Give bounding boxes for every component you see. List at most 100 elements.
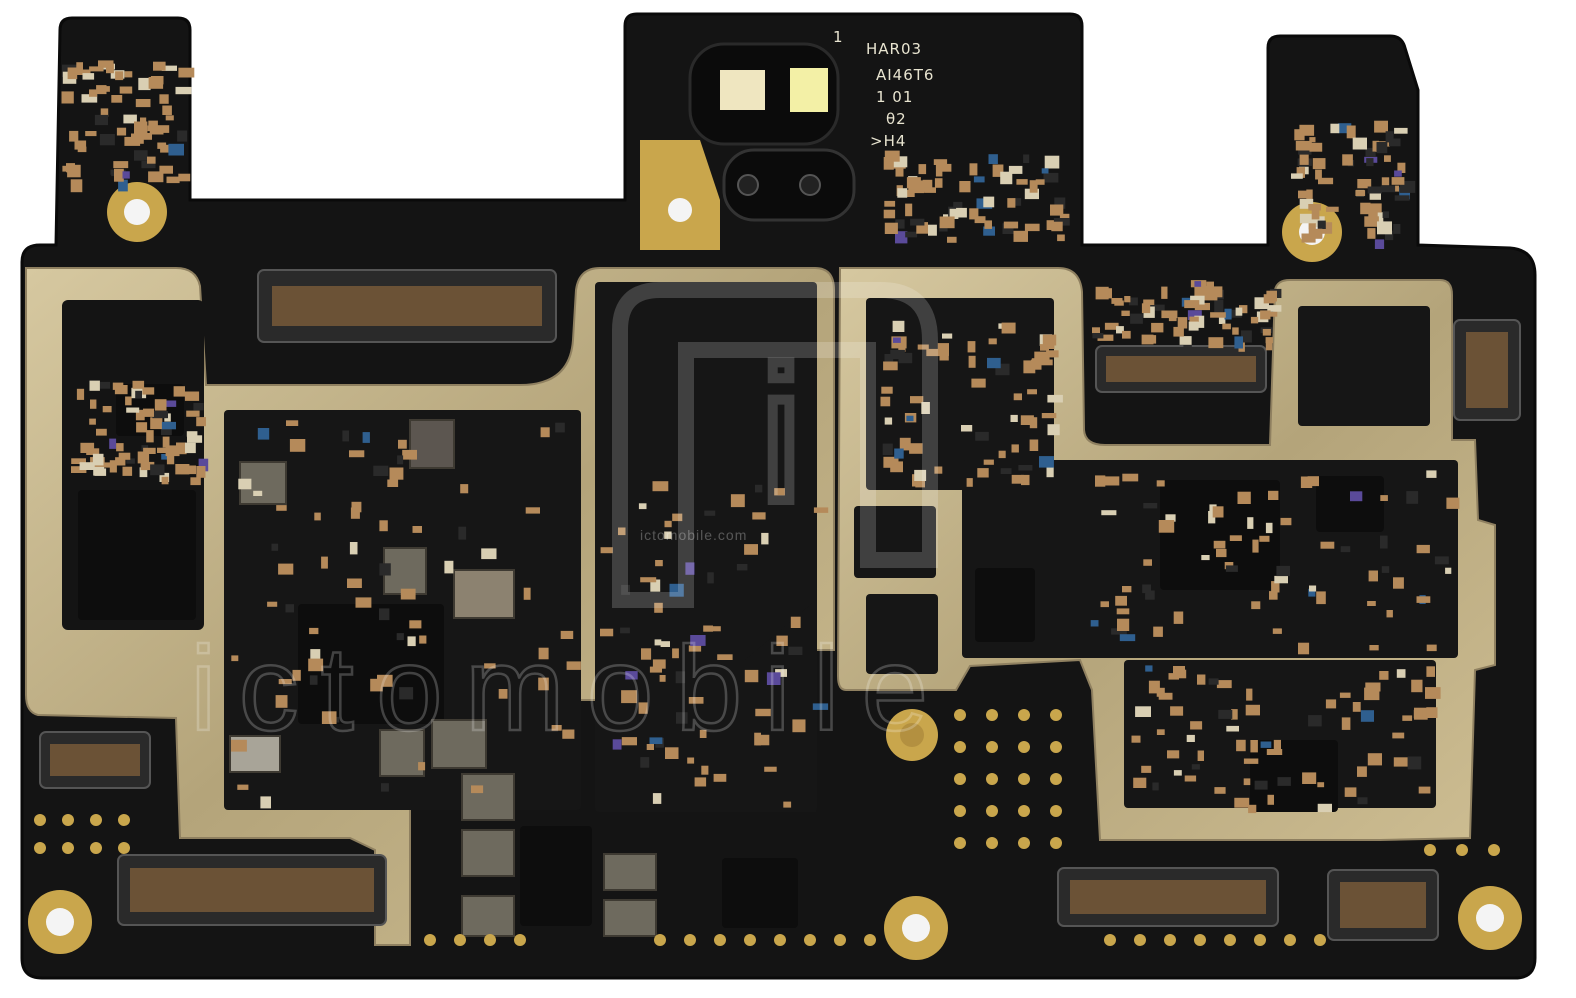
smd-part — [654, 639, 662, 646]
smd-part — [1357, 766, 1367, 777]
smd-part — [654, 602, 663, 613]
smd-part — [161, 454, 170, 460]
smd-part — [1380, 495, 1388, 501]
smd-part — [744, 544, 758, 555]
smd-part — [66, 163, 75, 173]
smd-part — [942, 333, 953, 339]
shield-cavity — [1298, 306, 1430, 426]
smd-part — [409, 620, 422, 629]
smd-part — [1309, 585, 1317, 592]
smd-part — [882, 443, 893, 455]
smd-part — [1426, 470, 1437, 478]
smd-part — [905, 231, 918, 238]
smd-part — [893, 337, 901, 343]
smd-part — [967, 341, 976, 353]
smd-part — [1306, 189, 1313, 202]
smd-part — [1194, 285, 1208, 297]
smd-part — [176, 442, 187, 455]
smd-part — [1179, 336, 1192, 345]
smd-part — [98, 60, 114, 68]
smd-part — [1024, 223, 1040, 232]
smd-part — [895, 219, 905, 229]
smd-part — [1131, 735, 1141, 743]
smd-part — [1103, 476, 1120, 486]
smd-part — [168, 143, 184, 156]
smd-part — [76, 62, 83, 75]
smd-part — [649, 666, 662, 673]
silkscreen-5: θ2 — [886, 110, 907, 128]
smd-part — [231, 739, 247, 752]
smd-part — [1234, 797, 1250, 808]
smd-part — [1206, 281, 1214, 290]
smd-part — [898, 345, 906, 352]
smd-part — [1295, 140, 1312, 151]
smd-part — [968, 355, 976, 368]
smd-part — [143, 447, 156, 454]
smd-part — [523, 587, 531, 600]
smd-part — [1189, 316, 1199, 322]
silkscreen-4: 1 01 — [876, 88, 913, 106]
smd-part — [916, 222, 928, 234]
smd-part — [1047, 424, 1060, 436]
smd-part — [1170, 706, 1184, 716]
smd-part — [752, 512, 766, 520]
smd-part — [1402, 715, 1413, 721]
smd-part — [278, 679, 292, 685]
smd-part — [1092, 327, 1100, 334]
smd-part — [538, 677, 549, 691]
smd-part — [116, 127, 127, 136]
smd-part — [883, 157, 894, 170]
test-pad — [986, 709, 998, 721]
smd-part — [1299, 124, 1315, 136]
smd-part — [1243, 758, 1259, 764]
smd-part — [688, 697, 704, 704]
smd-part — [1225, 565, 1238, 572]
smd-part — [540, 427, 550, 438]
smd-part — [1121, 310, 1130, 316]
smd-part — [934, 466, 943, 474]
smd-part — [94, 114, 108, 126]
smd-part — [1133, 777, 1147, 788]
smd-part — [1001, 322, 1016, 334]
smd-part — [1338, 123, 1352, 134]
smd-part — [350, 507, 360, 519]
smd-part — [93, 466, 105, 476]
smd-part — [342, 430, 349, 442]
smd-part — [89, 66, 104, 72]
smd-part — [1308, 715, 1322, 727]
smd-part — [910, 218, 925, 226]
smd-part — [1194, 315, 1205, 328]
smd-part — [1367, 203, 1382, 213]
smd-part — [134, 121, 148, 134]
smd-part — [1397, 162, 1406, 173]
smd-part — [1309, 137, 1316, 143]
smd-part — [1394, 170, 1402, 177]
smd-part — [1418, 786, 1431, 794]
smd-part — [713, 773, 727, 782]
smd-part — [141, 160, 156, 169]
smd-part — [355, 597, 372, 608]
smd-part — [1007, 198, 1016, 208]
smd-part — [165, 115, 174, 121]
smd-part — [897, 188, 908, 198]
smd-part — [175, 86, 192, 95]
smd-part — [89, 380, 100, 391]
smd-part — [157, 142, 167, 149]
smd-part — [1268, 490, 1279, 500]
smd-part — [185, 442, 196, 454]
smd-part — [555, 422, 565, 433]
smd-part — [1393, 224, 1401, 234]
smd-part — [1092, 333, 1104, 339]
smd-part — [1299, 154, 1309, 165]
smd-part — [82, 73, 95, 80]
smd-part — [934, 178, 943, 188]
smd-part — [1367, 753, 1382, 766]
smd-part — [1187, 310, 1202, 320]
smd-part — [675, 671, 686, 684]
smd-part — [983, 459, 994, 465]
test-pad — [514, 934, 526, 946]
smd-part — [309, 675, 318, 685]
smd-part — [566, 661, 581, 670]
smd-part — [638, 503, 647, 510]
smd-part — [672, 648, 679, 659]
